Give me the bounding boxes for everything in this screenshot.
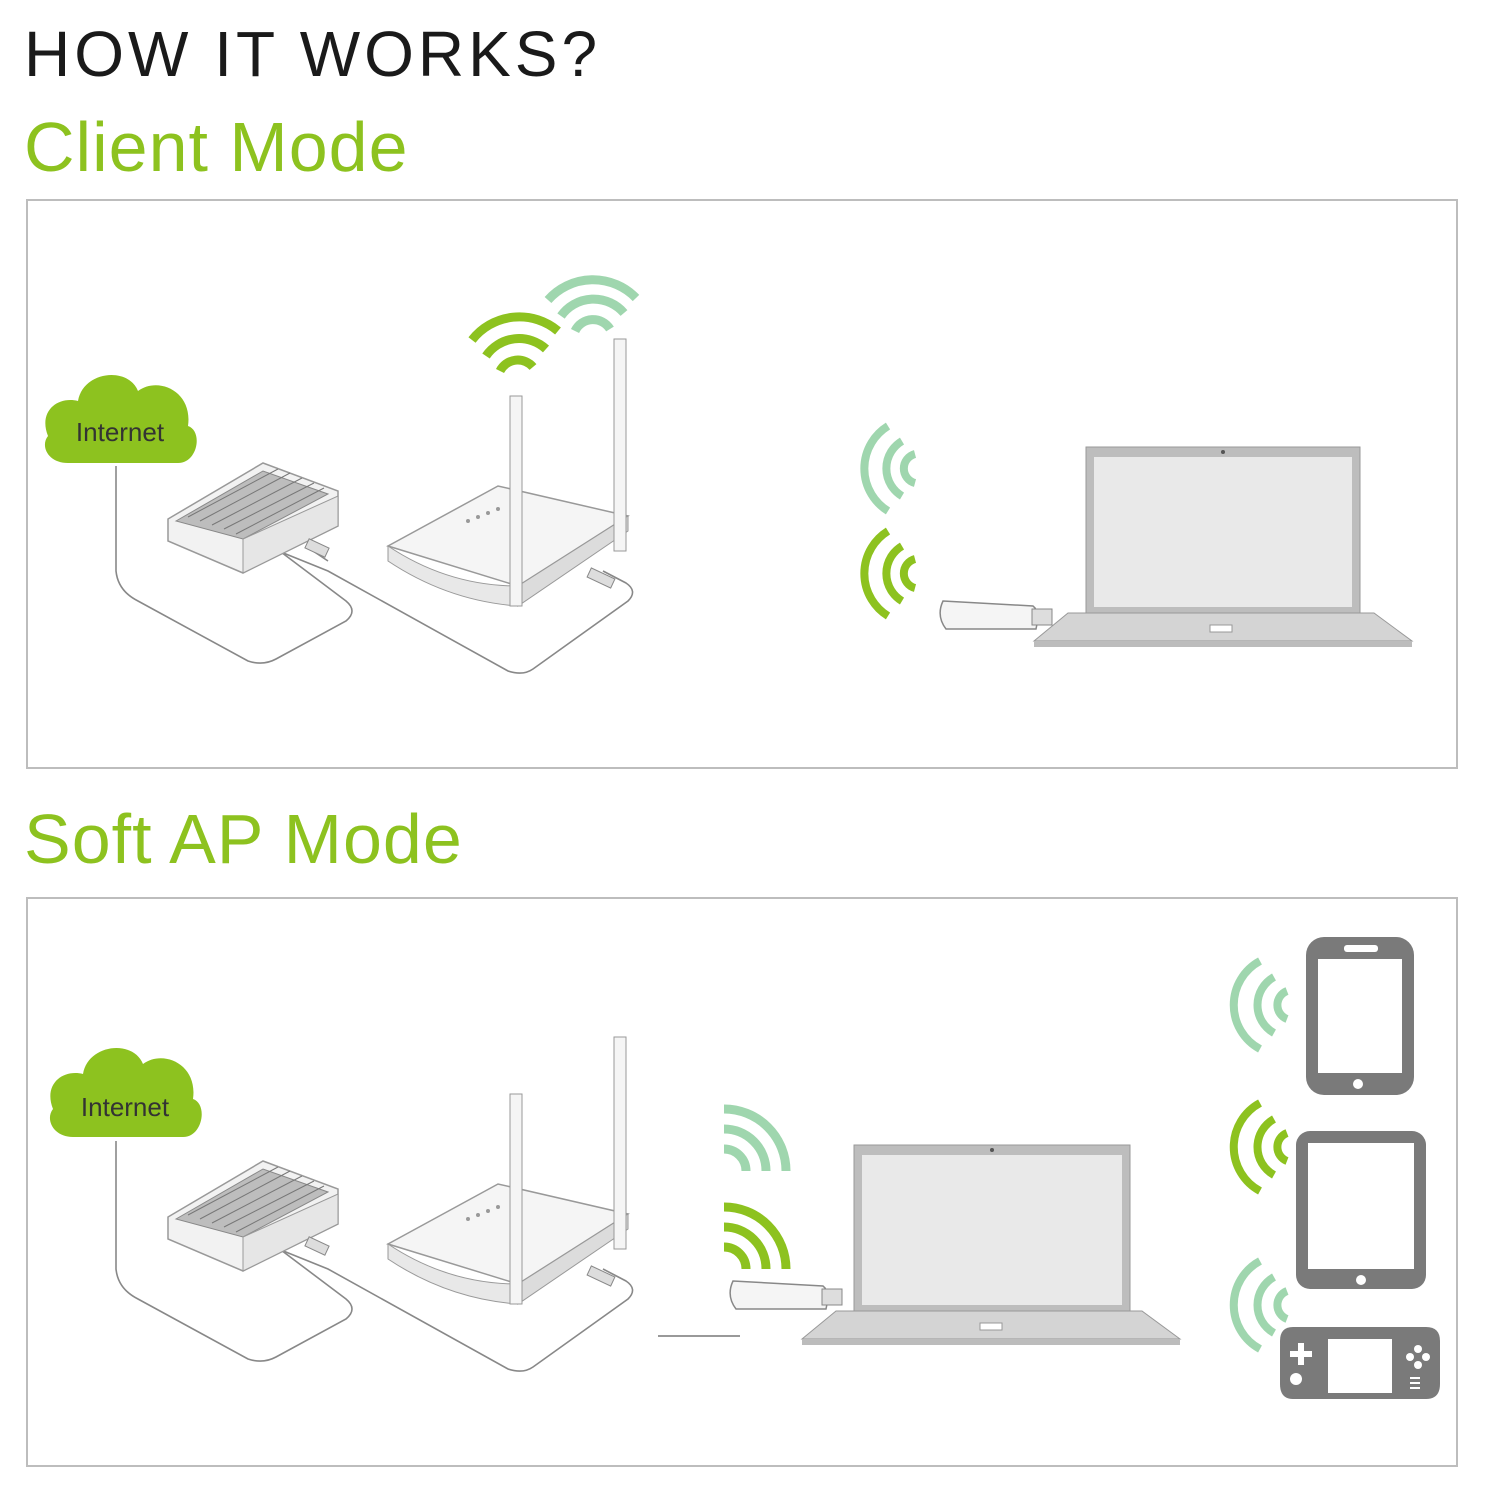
client-mode-panel: Internet [26,199,1458,769]
cables [115,1141,634,1372]
page-heading: HOW IT WORKS? [24,18,602,90]
laptop-icon [1032,446,1414,647]
modem-icon [167,1160,339,1272]
laptop-icon [800,1144,1182,1345]
phone-icon [1306,937,1414,1095]
game-console-icon [1280,1327,1440,1399]
wifi-signal-icon [468,275,640,374]
usb-adapter-icon [729,1280,843,1310]
wifi-signal-icon [1229,957,1289,1353]
wifi-signal-icon [723,1104,791,1270]
client-mode-diagram: Internet [44,275,1414,674]
cloud-label: Internet [81,1092,170,1122]
router-icon [386,1036,630,1305]
usb-adapter-icon [939,600,1053,630]
cloud-icon: Internet [44,374,197,463]
soft-ap-mode-panel: Internet [26,897,1458,1467]
wifi-signal-icon [860,422,917,620]
tablet-icon [1296,1131,1426,1289]
soft-ap-mode-diagram: Internet [49,937,1440,1399]
modem-icon [167,462,339,574]
cloud-icon: Internet [49,1047,202,1137]
cloud-label: Internet [76,417,165,447]
client-mode-title: Client Mode [24,108,409,186]
soft-ap-mode-title: Soft AP Mode [24,800,463,878]
router-icon [386,338,630,607]
